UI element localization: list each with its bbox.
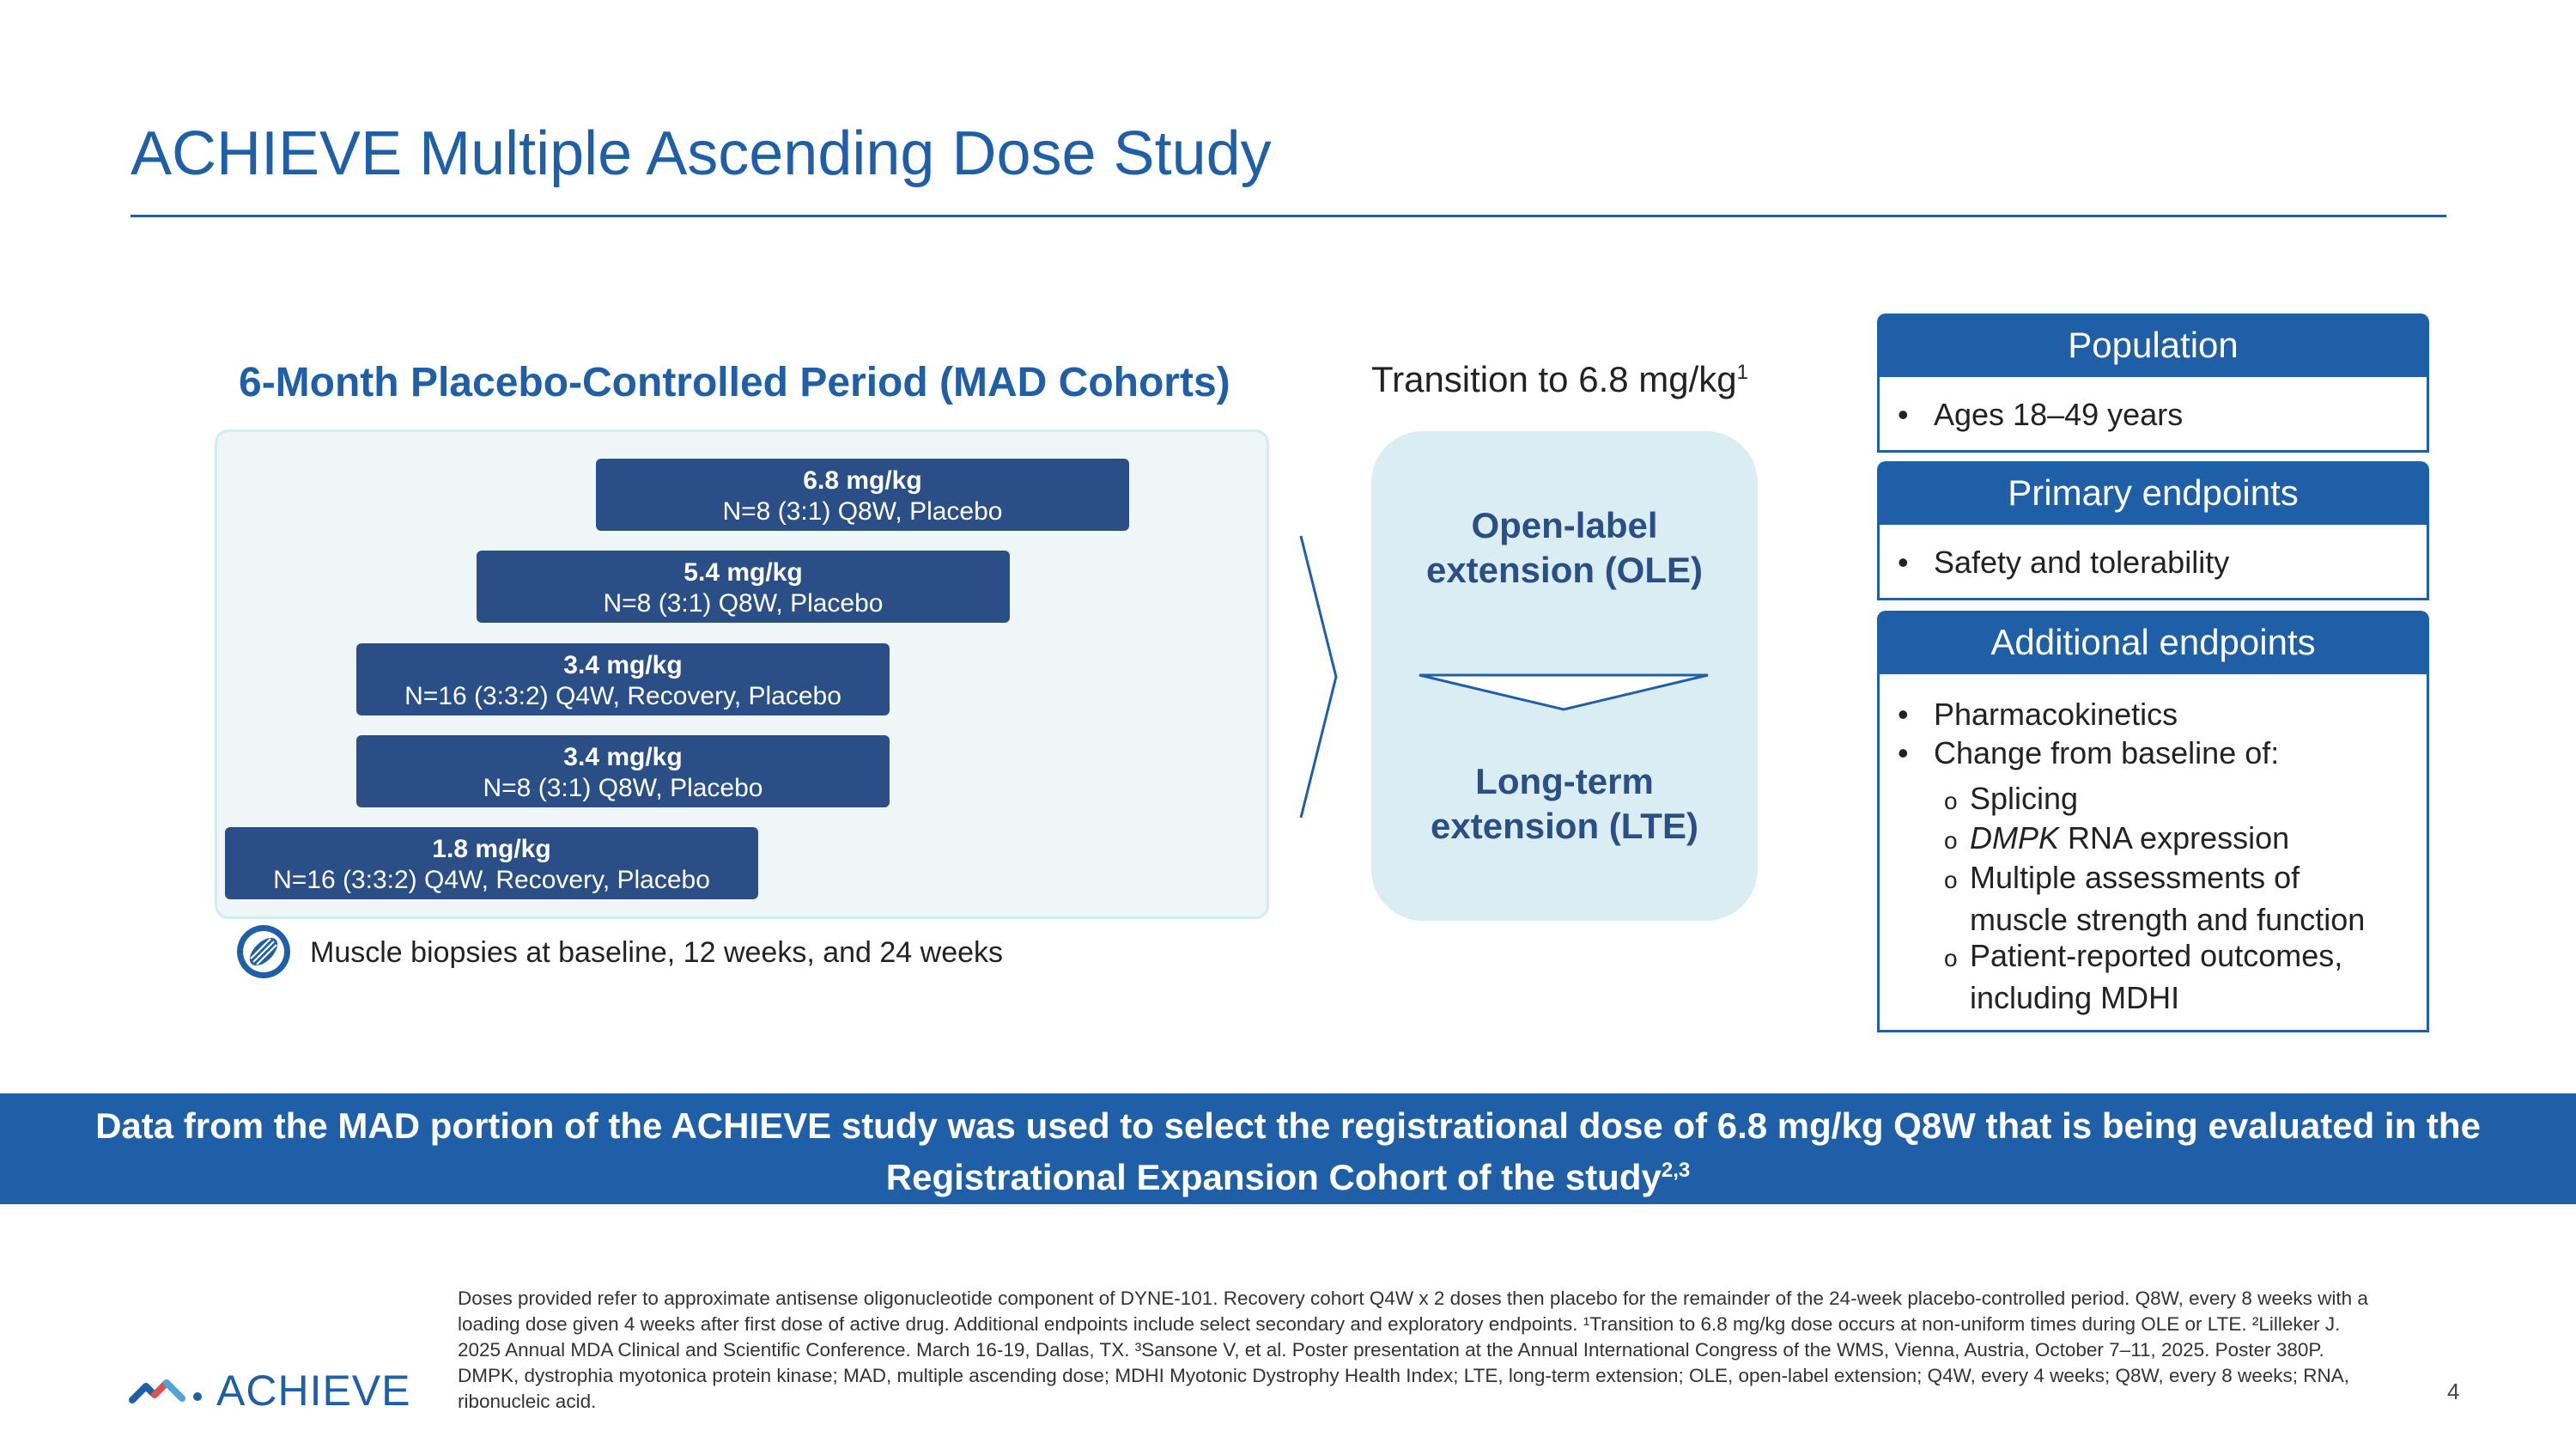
slide-title: ACHIEVE Multiple Ascending Dose Study [131,119,1272,188]
population-header: Population [1877,314,2429,377]
primary-endpoint-item: •Safety and tolerability [1898,545,2230,580]
cohort-6-8-mgkg: 6.8 mg/kg N=8 (3:1) Q8W, Placebo [596,459,1129,531]
population-body [1877,377,2429,453]
sub-item-text: RNA expression [2059,820,2290,855]
cohort-3-4-mgkg-q4w: 3.4 mg/kg N=16 (3:3:2) Q4W, Recovery, Pl… [356,643,890,715]
sub-item-text: Splicing [1970,781,2079,816]
cohort-dose: 3.4 mg/kg [563,743,683,771]
biopsy-note: Muscle biopsies at baseline, 12 weeks, a… [310,936,1004,969]
achieve-logo-text: ACHIEVE [216,1367,411,1415]
placebo-period-heading: 6-Month Placebo-Controlled Period (MAD C… [239,360,1230,405]
primary-endpoint-text: Safety and tolerability [1934,545,2230,580]
cohort-dose: 3.4 mg/kg [563,651,683,679]
banner-line-1: Data from the MAD portion of the ACHIEVE… [95,1105,2481,1146]
title-divider [131,215,2446,217]
sub-item-text: Multiple assessments of [1970,860,2300,895]
achieve-logo-icon [129,1379,202,1403]
muscle-fiber-icon [237,925,290,978]
cohort-3-4-mgkg-q8w: 3.4 mg/kg N=8 (3:1) Q8W, Placebo [356,735,890,807]
additional-endpoint-text: Pharmacokinetics [1934,697,2178,732]
additional-endpoints-header: Additional endpoints [1877,611,2429,674]
ole-label: Open-label extension (OLE) [1371,503,1758,593]
additional-endpoints-body [1877,674,2429,1032]
population-item: •Ages 18–49 years [1898,397,2184,432]
chevron-down-icon [1419,673,1709,711]
abbreviations-paragraph: DMPK, dystrophia myotonica protein kinas… [458,1365,2350,1412]
cohort-detail: N=16 (3:3:2) Q4W, Recovery, Placebo [273,866,710,894]
page-number: 4 [2447,1379,2460,1404]
sub-item-text: Patient-reported outcomes, [1970,938,2343,973]
transition-footnote-ref: 1 [1736,361,1748,384]
banner-line-2: Registrational Expansion Cohort of the s… [0,1148,2576,1200]
conclusion-banner: Data from the MAD portion of the ACHIEVE… [0,1093,2576,1204]
cohort-dose: 5.4 mg/kg [683,558,803,587]
cohort-1-8-mgkg: 1.8 mg/kg N=16 (3:3:2) Q4W, Recovery, Pl… [225,827,758,899]
sub-item-text-cont: including MDHI [1970,980,2180,1015]
cohort-dose: 1.8 mg/kg [432,835,551,863]
footnote-paragraph: Doses provided refer to approximate anti… [458,1288,2368,1361]
ole-line-2: extension (OLE) [1425,550,1704,590]
additional-endpoint-item: •Pharmacokinetics [1898,697,2178,732]
cohort-detail: N=8 (3:1) Q8W, Placebo [722,497,1003,526]
additional-endpoint-item: •Change from baseline of: [1898,735,2280,770]
transition-label: Transition to 6.8 mg/kg1 [1371,359,1748,400]
population-item-text: Ages 18–49 years [1934,397,2184,432]
chevron-right-icon [1299,535,1338,819]
banner-footnote-ref: 2,3 [1661,1159,1691,1182]
additional-endpoint-text: Change from baseline of: [1934,735,2280,770]
transition-label-text: Transition to 6.8 mg/kg [1371,359,1737,399]
sub-item-text-cont: muscle strength and function [1970,902,2366,937]
primary-endpoints-body [1877,525,2429,600]
footnotes: Doses provided refer to approximate anti… [458,1286,2381,1415]
primary-endpoints-header: Primary endpoints [1877,461,2429,525]
cohort-detail: N=8 (3:1) Q8W, Placebo [603,589,884,618]
ole-line-1: Open-label [1471,505,1658,545]
cohort-detail: N=8 (3:1) Q8W, Placebo [483,774,763,802]
cohort-dose: 6.8 mg/kg [803,466,922,495]
lte-line-1: Long-term [1475,761,1654,801]
lte-line-2: extension (LTE) [1431,806,1698,846]
cohort-5-4-mgkg: 5.4 mg/kg N=8 (3:1) Q8W, Placebo [477,551,1010,623]
lte-label: Long-term extension (LTE) [1371,759,1758,849]
banner-line-2-text: Registrational Expansion Cohort of the s… [885,1157,1662,1197]
cohort-detail: N=16 (3:3:2) Q4W, Recovery, Placebo [404,682,841,710]
dmpk-gene-name: DMPK [1970,820,2060,855]
